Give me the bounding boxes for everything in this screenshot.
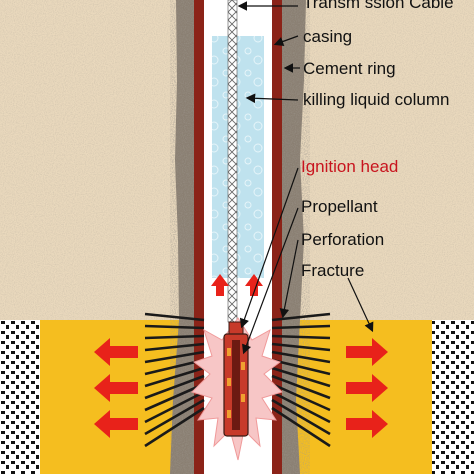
propellant-grains [227,348,245,418]
leader-lines [237,1,374,355]
arrow-up-right [245,274,263,296]
casing-right-wall [272,0,282,474]
fracture-arrows-left [94,338,138,438]
label-perforation: Perforation [301,230,385,249]
perforation-tunnels-left [144,312,205,448]
label-ignition-head: Ignition head [301,157,399,176]
leader-ignition-head [239,167,299,329]
killing-liquid-column [212,36,264,278]
label-casing: casing [303,27,353,46]
casing-left-wall [194,0,204,474]
label-killing-liquid: killing liquid column [303,90,450,109]
arrow-up-left [211,274,229,296]
perforation-tunnels-right [271,312,331,448]
ignition-head-body [228,321,244,335]
transmission-cable [227,0,238,323]
propellant-core [232,340,240,430]
label-transmission-cable: Transm ssion Cable [303,0,454,12]
label-propellant: Propellant [301,197,378,216]
leader-casing [273,35,299,47]
leader-fracture [347,277,374,333]
leader-propellant [242,207,299,355]
leader-killing-liquid [245,93,299,104]
label-fracture: Fracture [301,261,365,280]
leader-perforation [279,239,299,319]
fracture-arrows-right [346,338,388,438]
label-cement-ring: Cement ring [303,59,396,78]
